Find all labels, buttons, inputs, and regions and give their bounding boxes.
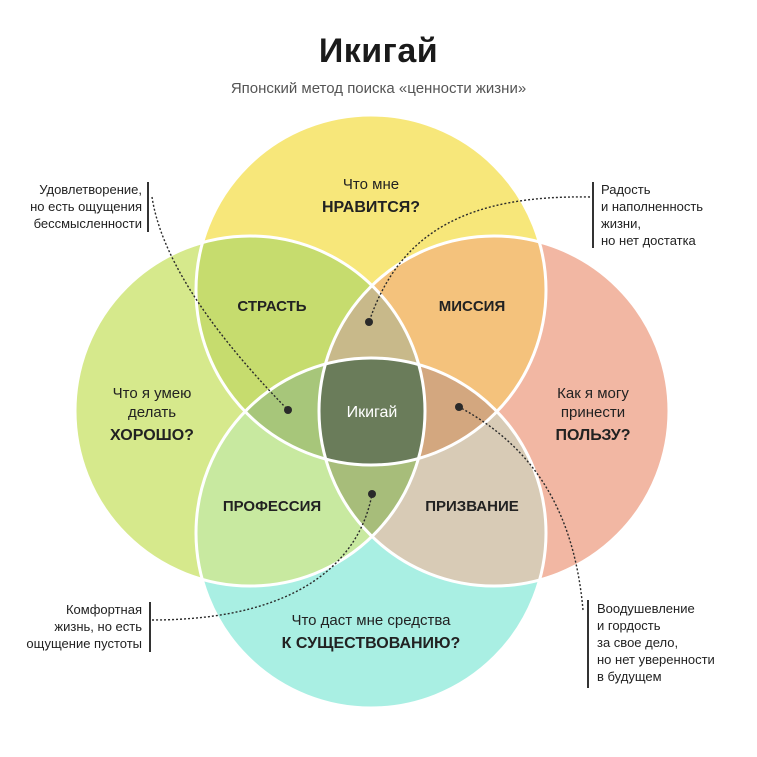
connector-dots xyxy=(284,318,463,498)
note-bottom-left: Комфортная жизнь, но есть ощущение пусто… xyxy=(26,602,142,651)
left-circle-line3: ХОРОШО? xyxy=(110,427,194,444)
left-circle-line1: Что я умею xyxy=(113,385,192,402)
note-bars xyxy=(147,182,594,688)
note-bottom-right: Воодушевление и гордость за свое дело, н… xyxy=(597,601,715,684)
label-vocation: ПРИЗВАНИЕ xyxy=(425,498,519,515)
top-circle-line1: Что мне xyxy=(343,176,399,193)
connector-lines xyxy=(151,196,591,621)
right-circle-line2: принести xyxy=(561,404,625,421)
note-top-right: Радость и наполненность жизни, но нет до… xyxy=(601,182,704,248)
page-subtitle: Японский метод поиска «ценности жизни» xyxy=(230,80,527,97)
left-circle-line2: делать xyxy=(128,404,176,421)
bottom-circle-line1: Что даст мне средства xyxy=(291,612,451,629)
circle-outlines xyxy=(73,113,671,710)
note-top-left: Удовлетворение, но есть ощущения бессмыс… xyxy=(30,182,142,231)
top-circle-line2: НРАВИТСЯ? xyxy=(322,199,420,216)
bottom-circle-line2: К СУЩЕСТВОВАНИЮ? xyxy=(282,635,461,652)
right-circle-line1: Как я могу xyxy=(557,385,629,402)
label-mission: МИССИЯ xyxy=(439,298,506,315)
label-passion: СТРАСТЬ xyxy=(237,298,306,315)
right-circle-line3: ПОЛЬЗУ? xyxy=(555,427,630,444)
label-profession: ПРОФЕССИЯ xyxy=(223,498,321,515)
page-title: Икигай xyxy=(318,32,439,70)
label-center: Икигай xyxy=(347,404,398,421)
